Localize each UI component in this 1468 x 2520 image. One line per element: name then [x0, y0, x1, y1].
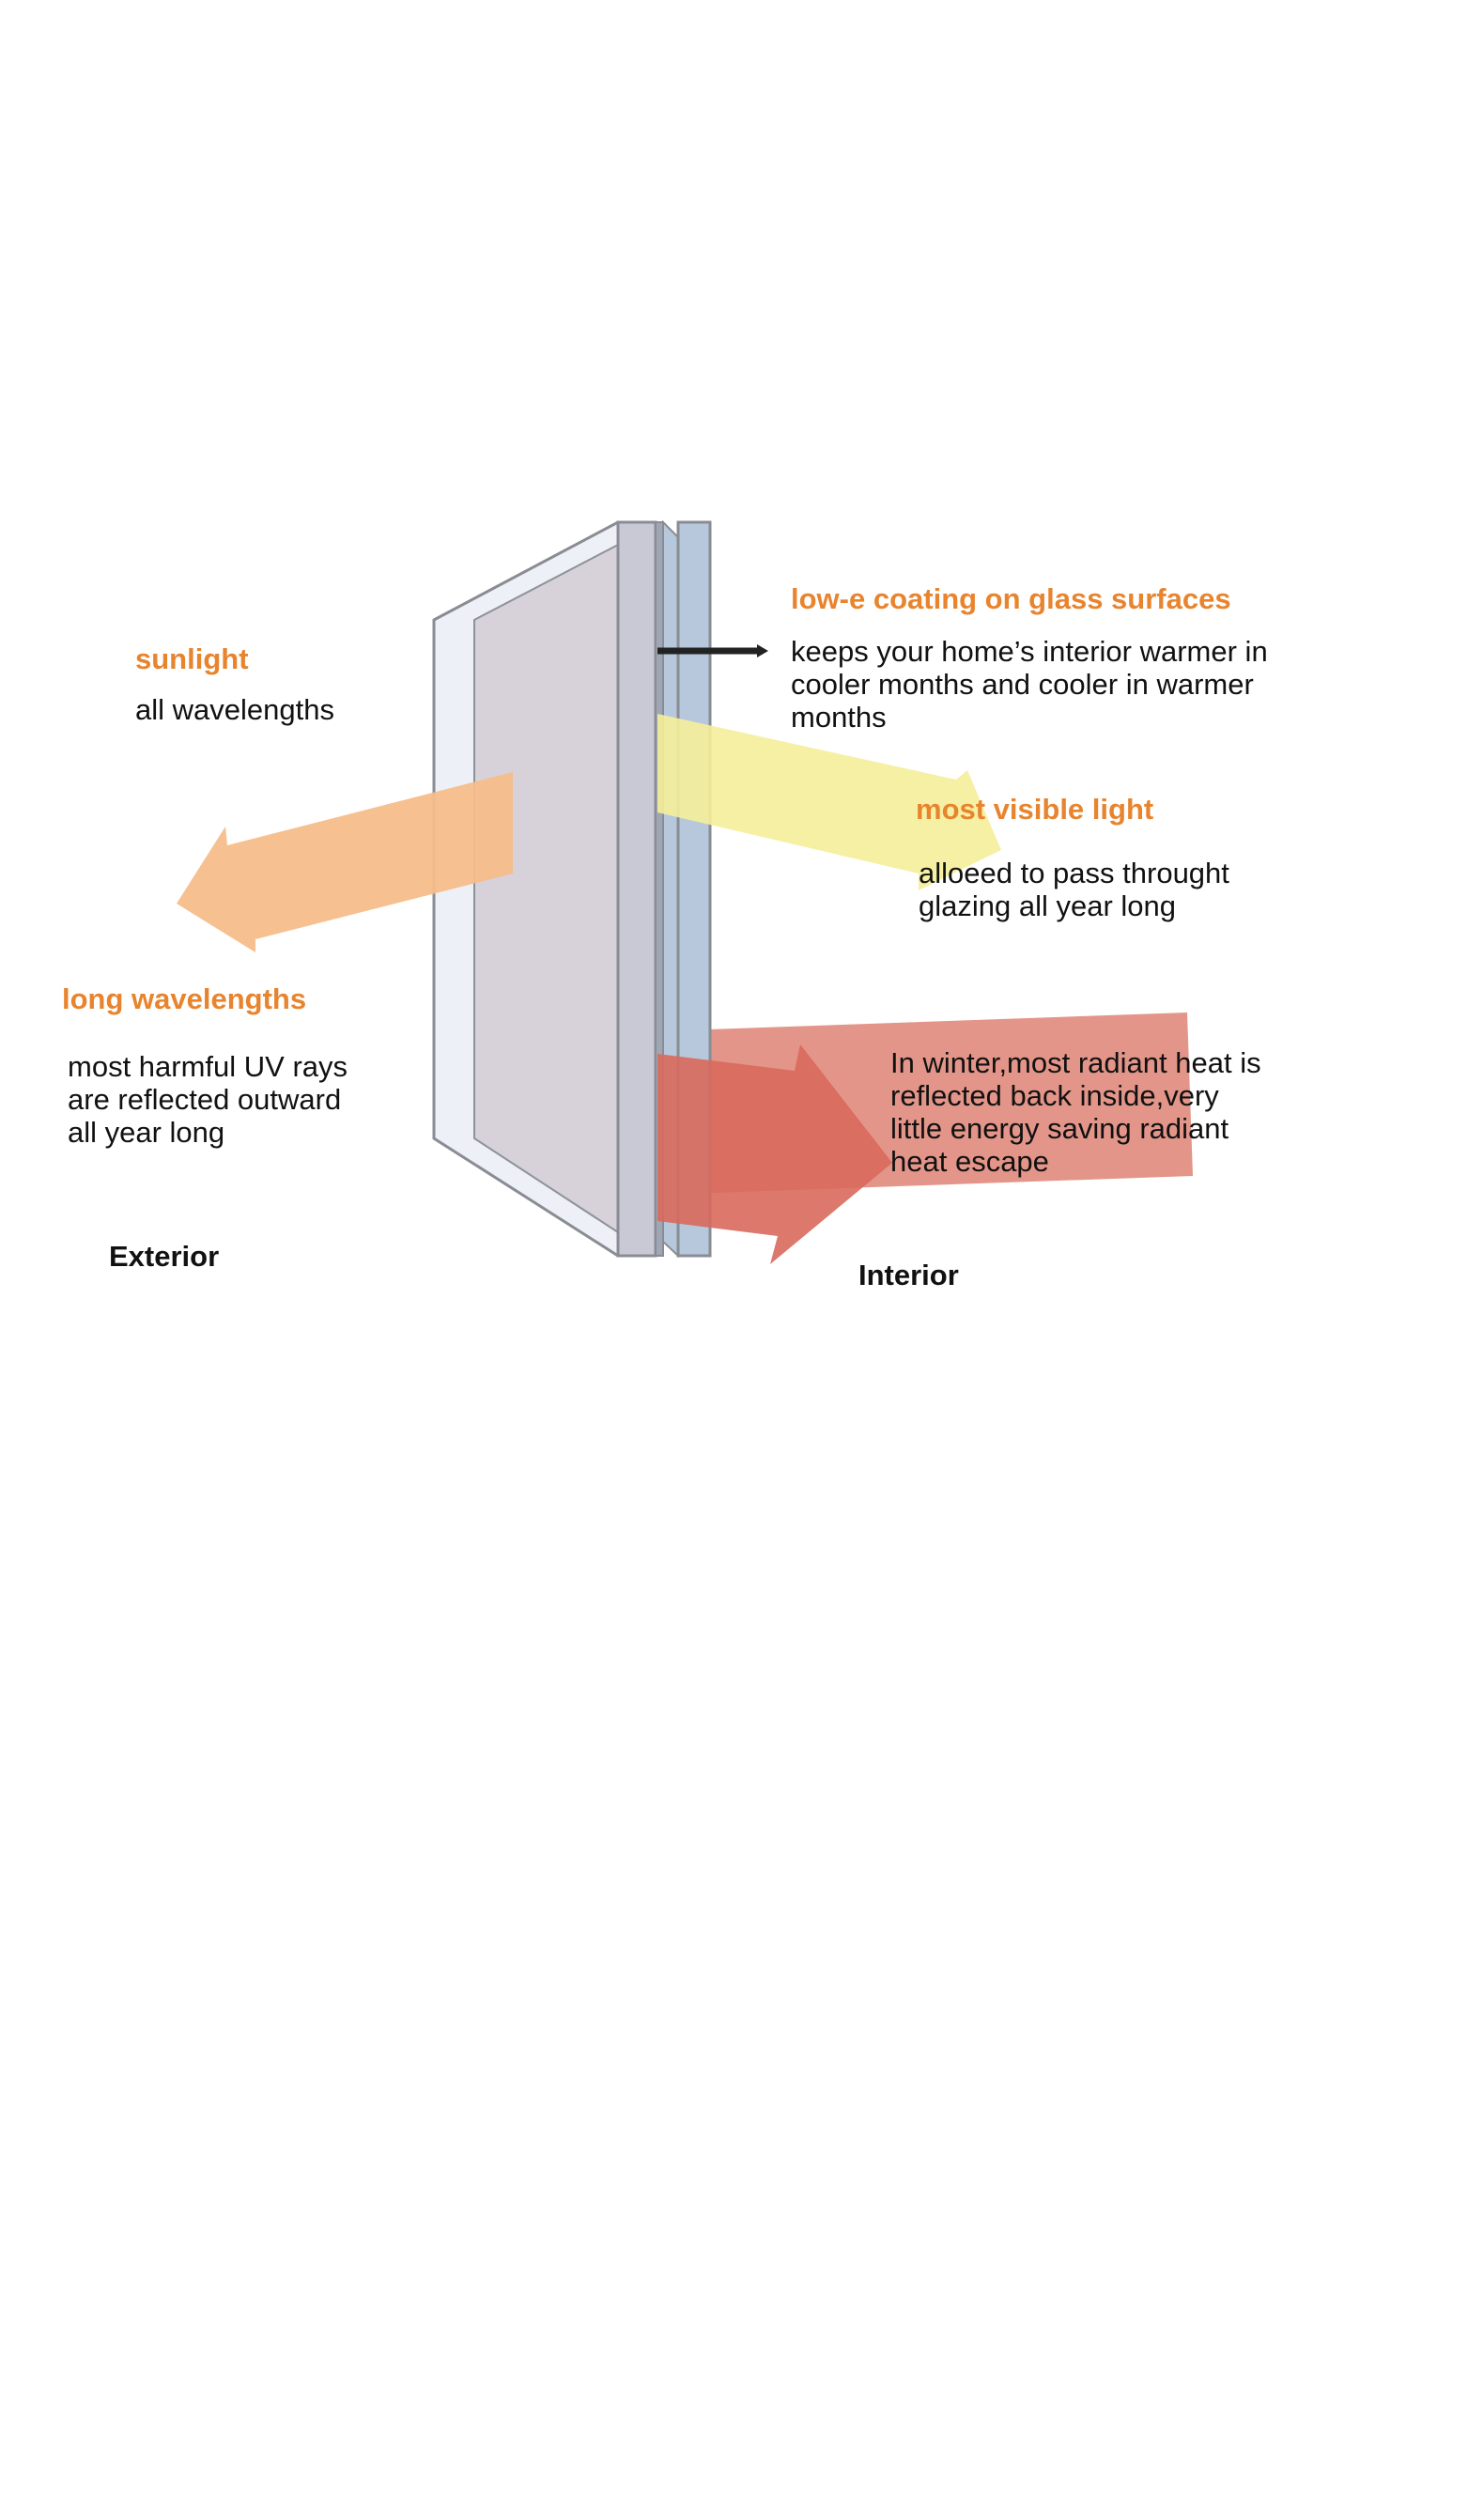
long-wavelengths-description: most harmful UV rays are reflected outwa… [68, 1050, 348, 1149]
sunlight-description: all wavelengths [135, 693, 334, 726]
visible-light-title: most visible light [916, 793, 1154, 826]
interior-label: Interior [858, 1259, 959, 1291]
exterior-label: Exterior [109, 1240, 220, 1273]
sunlight-reflected-arrow [177, 772, 513, 952]
low-e-coating-description: keeps your home’s interior warmer in coo… [791, 635, 1268, 734]
radiant-heat-description: In winter,most radiant heat is reflected… [890, 1046, 1261, 1178]
sunlight-title: sunlight [135, 642, 249, 675]
low-e-coating-title: low-e coating on glass surfaces [791, 582, 1231, 615]
outer-glass-edge [616, 520, 657, 1258]
low-e-pointer-tip [757, 644, 768, 657]
visible-light-arrow [657, 714, 1001, 890]
radiant-heat-arrow [657, 1044, 892, 1264]
visible-light-description: alloeed to pass throught glazing all yea… [919, 857, 1229, 922]
outer-glass-face [473, 543, 619, 1234]
long-wavelengths-title: long wavelengths [62, 982, 307, 1015]
